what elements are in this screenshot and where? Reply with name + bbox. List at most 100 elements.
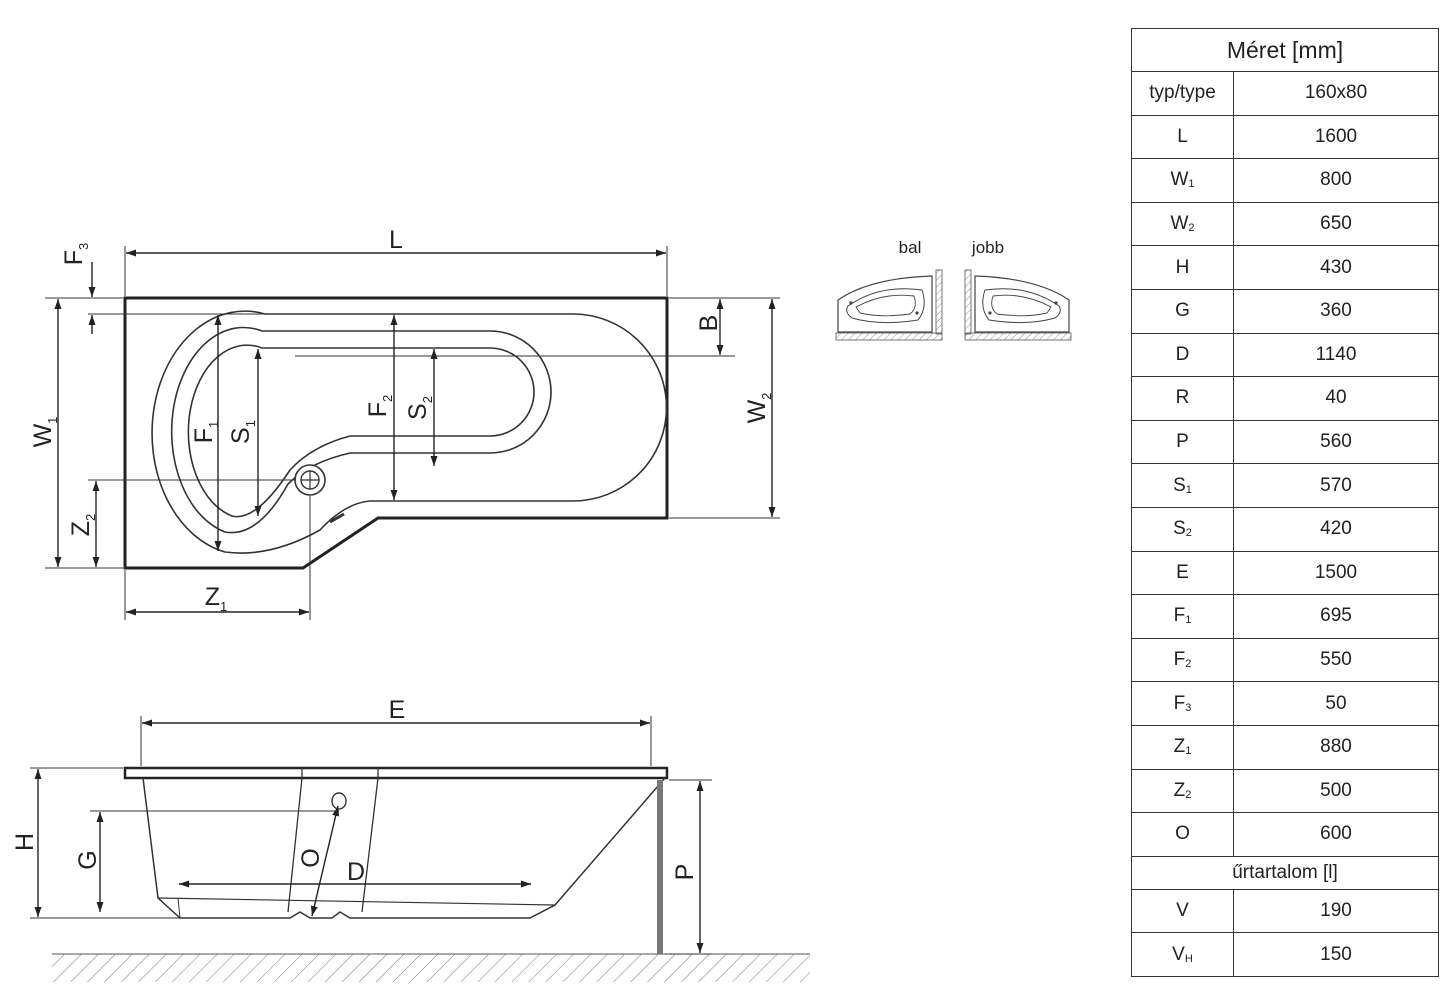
header-param: typ/type (1131, 71, 1234, 116)
param-name: S1 (1131, 463, 1234, 508)
param-name: Z1 (1131, 724, 1234, 770)
param-value: 600 (1233, 812, 1439, 857)
top-view: L W1 Z2 F3 Z1 W2 B F1 S1 F2 S2 (29, 226, 780, 620)
label-bal: bal (899, 238, 922, 257)
param-name: O (1131, 812, 1234, 857)
param-name: H (1131, 245, 1234, 290)
extension-lines (45, 246, 780, 620)
side-dimension-lines (34, 719, 704, 953)
label-L: L (389, 226, 403, 254)
param-value: 570 (1233, 463, 1439, 508)
label-G: G (74, 850, 102, 869)
param-name: W1 (1131, 158, 1234, 203)
tub-body (142, 777, 666, 919)
param-value: 500 (1233, 768, 1439, 814)
param-value: 360 (1233, 288, 1439, 334)
tub-rim-inner (151, 310, 668, 554)
param-name: D (1131, 332, 1234, 378)
label-F1: F1 (190, 421, 221, 444)
param-value: 420 (1233, 506, 1439, 552)
tub-rim (123, 766, 669, 780)
label-E: E (389, 696, 406, 724)
param-value: 150 (1233, 932, 1439, 977)
section-volume-label: űrtartalom [l] (1131, 855, 1439, 890)
param-name: L (1131, 114, 1234, 160)
floor-hatch (52, 954, 810, 982)
overflow-icon (331, 792, 347, 810)
header-value: 160x80 (1233, 71, 1439, 116)
param-value: 800 (1233, 158, 1439, 203)
basin-inner (187, 344, 535, 518)
param-value: 190 (1233, 888, 1439, 934)
param-value: 40 (1233, 376, 1439, 421)
param-name: E (1131, 550, 1234, 596)
param-value: 560 (1233, 419, 1439, 465)
label-W2: W2 (743, 393, 774, 424)
label-jobb: jobb (971, 238, 1004, 257)
param-name: R (1131, 376, 1234, 421)
label-H: H (11, 833, 39, 851)
side-extension-lines (30, 716, 712, 955)
param-name: F1 (1131, 594, 1234, 639)
param-value: 550 (1233, 637, 1439, 683)
label-S2: S2 (404, 396, 435, 420)
label-D: D (347, 858, 365, 886)
label-F2: F2 (364, 395, 395, 418)
param-value: 430 (1233, 245, 1439, 290)
param-name: VH (1131, 932, 1234, 977)
param-name: W2 (1131, 201, 1234, 247)
param-value: 880 (1233, 724, 1439, 770)
basin-outer (170, 326, 552, 534)
param-value: 50 (1233, 681, 1439, 726)
param-name: S2 (1131, 506, 1234, 552)
param-name: V (1131, 888, 1234, 934)
dimension-lines (54, 249, 776, 616)
param-value: 695 (1233, 594, 1439, 639)
tub-leg (657, 780, 663, 954)
label-F3: F3 (60, 243, 91, 266)
orientation-icons: bal jobb (835, 238, 1072, 341)
param-value: 650 (1233, 201, 1439, 247)
label-S1: S1 (227, 420, 258, 444)
label-P: P (671, 864, 699, 881)
technical-drawing: L W1 Z2 F3 Z1 W2 B F1 S1 F2 S2 bal jobb (11, 226, 1072, 982)
table-title: Méret [mm] (1131, 28, 1439, 72)
label-W1: W1 (29, 417, 60, 448)
label-B: B (695, 315, 723, 332)
left-variant-icon (835, 269, 943, 341)
param-name: G (1131, 288, 1234, 334)
label-Z2: Z2 (67, 514, 98, 537)
param-name: P (1131, 419, 1234, 465)
param-name: F3 (1131, 681, 1234, 726)
param-value: 1140 (1233, 332, 1439, 378)
label-Z1: Z1 (205, 583, 228, 614)
side-view: E H G O D P (11, 696, 810, 982)
label-O: O (297, 848, 325, 867)
param-value: 1600 (1233, 114, 1439, 160)
param-value: 1500 (1233, 550, 1439, 596)
right-variant-icon (964, 269, 1072, 341)
param-name: F2 (1131, 637, 1234, 683)
tub-outline (123, 296, 669, 570)
drain-icon (294, 464, 326, 496)
